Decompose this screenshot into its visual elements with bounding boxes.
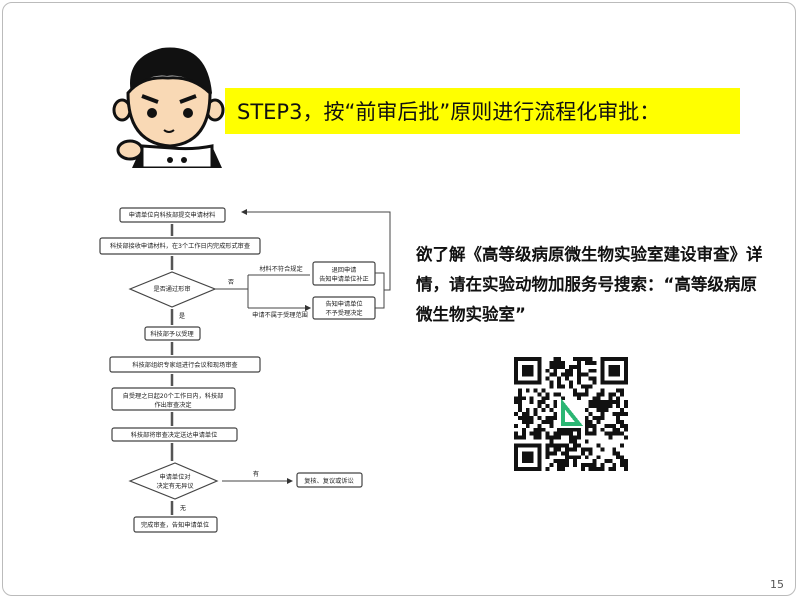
branch-b-text-1: 告知申请单位 [325,300,362,308]
step1-box [119,207,226,223]
step5-text-2: 作出审查决定 [154,401,191,409]
info-text: 欲了解《高等级病原微生物实验室建设审查》详情，请在实验动物加服务号搜索：“高等级… [416,245,763,324]
step4-text: 科技部组织专家组进行会议和现场审查 [132,361,237,369]
final-box [133,516,218,533]
decision2-text-2: 决定有无异议 [156,482,194,490]
no-label: 否 [228,279,234,286]
objection-box [296,472,363,488]
step5-box [111,387,236,411]
qr-code[interactable] [513,357,629,471]
step3-text: 科技部予以受理 [150,330,193,338]
step1-text: 申请单位向科技部提交申请材料 [129,211,216,219]
yes-label: 是 [179,313,185,320]
step-title: STEP3，按“前审后批”原则进行流程化审批： [237,100,661,124]
objection-text: 复核、复议或诉讼 [304,477,354,485]
page-number: 15 [770,578,784,591]
step3-box [144,326,201,341]
has-label: 有 [253,470,259,478]
qr-logo-icon [557,398,585,428]
branch-b-text-2: 不予受理决定 [325,309,362,317]
decision2-diamond [128,462,219,500]
branch-a-text-2: 告知申请单位补正 [319,275,369,283]
branch-a-text-1: 退回申请 [332,266,357,274]
branch-a-label: 材料不符合规定 [259,265,302,273]
final-text: 完成审查，告知申请单位 [141,521,209,529]
branch-b-label: 申请不属于受理范围 [252,311,308,319]
step5-text-1: 自受理之日起20个工作日内，科技部 [123,392,224,400]
step6-text: 科技部将审查决定送达申请单位 [131,431,218,439]
cartoon-avatar [112,47,225,168]
step2-box [99,237,261,255]
decision2-text-1: 申请单位对 [160,473,191,481]
step4-box [109,356,261,373]
step2-text: 科技部接收申请材料，在3个工作日内完成形式审查 [110,242,250,250]
step-title-banner: STEP3，按“前审后批”原则进行流程化审批： [225,88,740,134]
decision1-text: 是否通过形审 [153,285,190,293]
step6-box [111,427,238,442]
none-label: 无 [180,505,186,512]
